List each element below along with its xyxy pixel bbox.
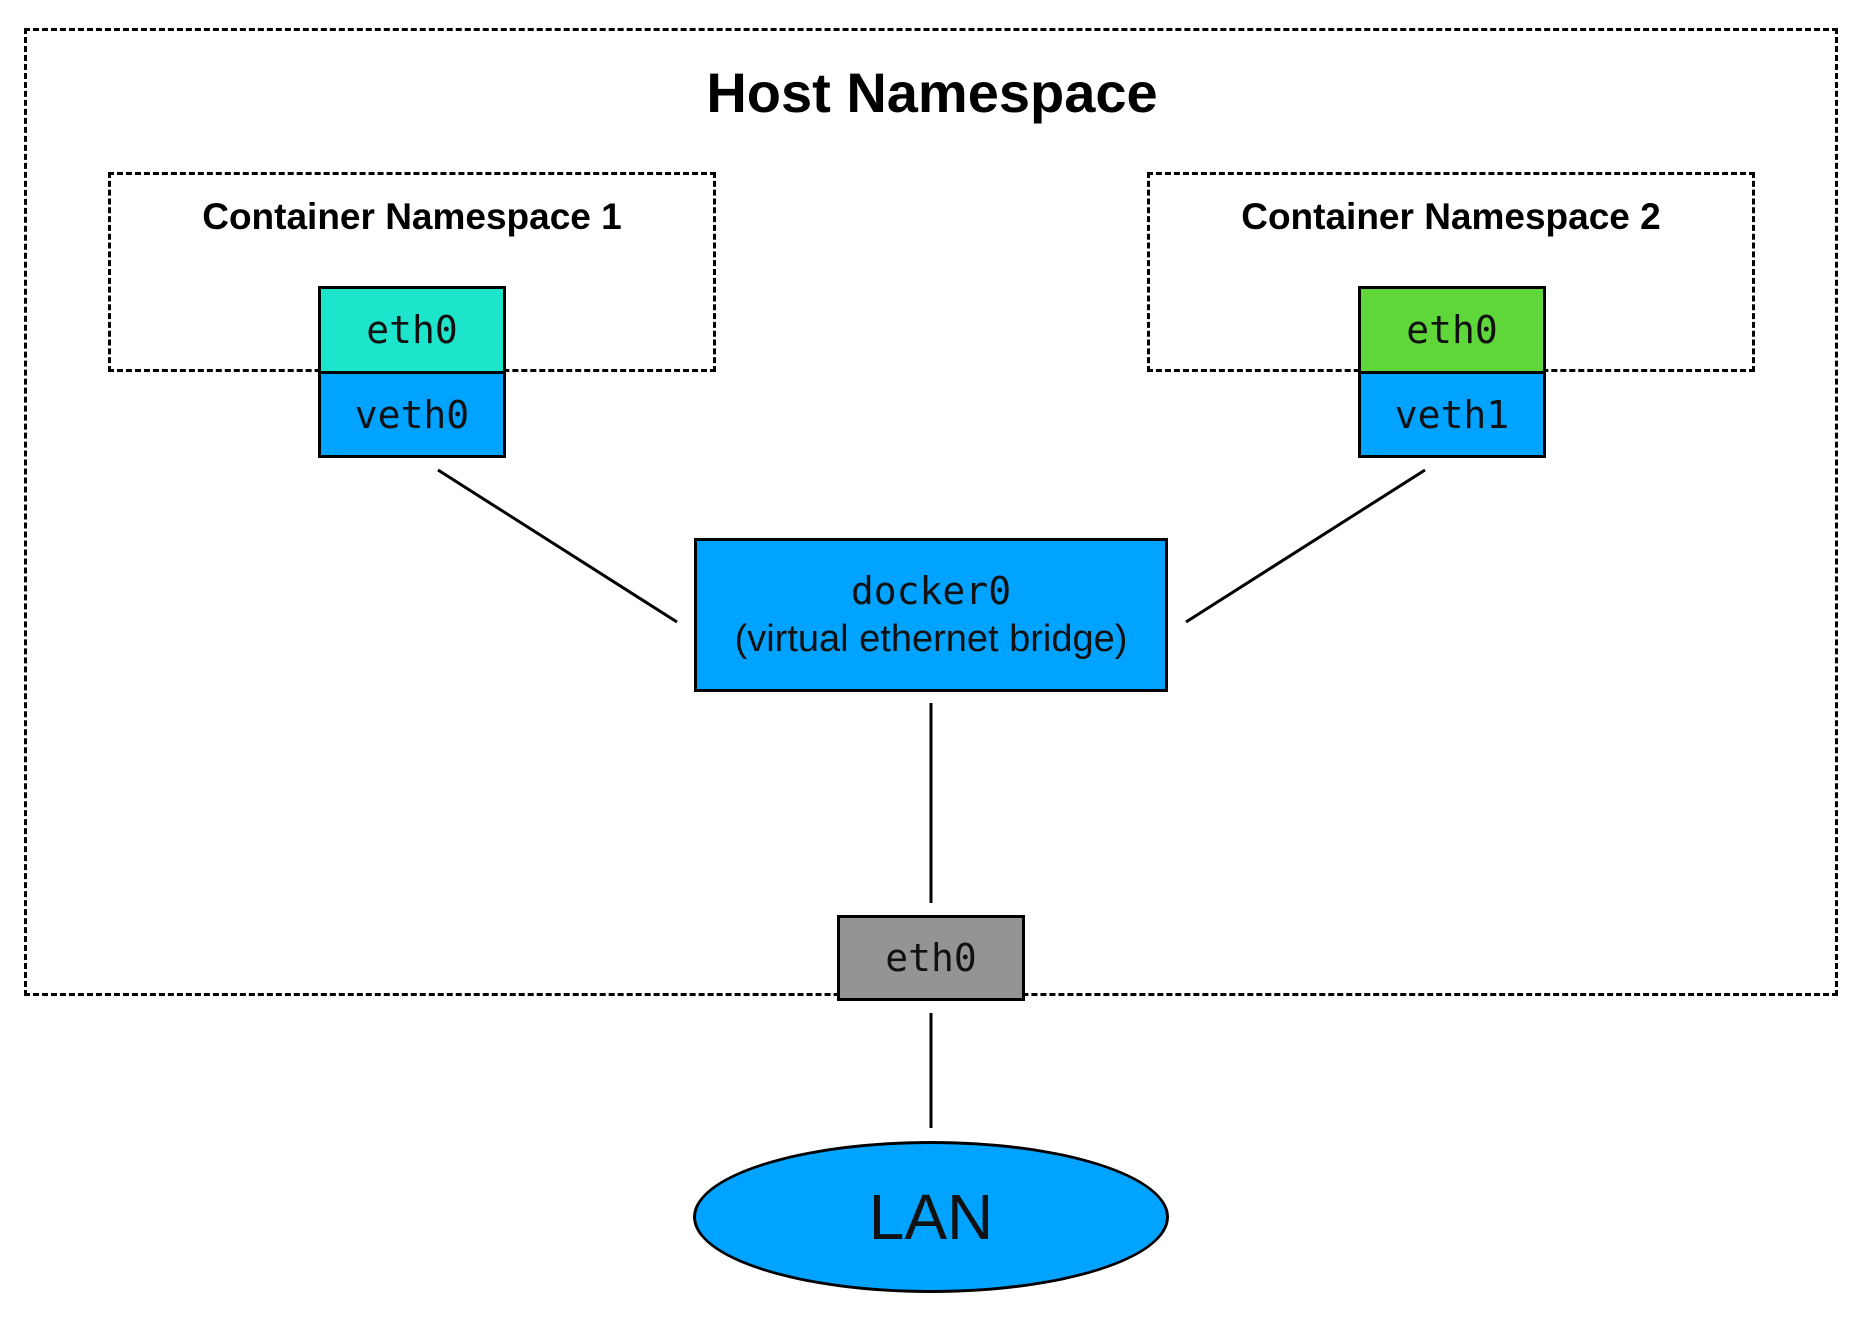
container-namespace-1-title: Container Namespace 1	[202, 196, 622, 237]
host-eth0-interface: eth0	[837, 915, 1025, 1001]
container-2-eth0-interface: eth0	[1358, 286, 1546, 374]
host-eth0-label: eth0	[885, 936, 977, 980]
veth0-interface: veth0	[318, 371, 506, 458]
container-1-eth0-interface: eth0	[318, 286, 506, 374]
lan-network: LAN	[693, 1141, 1169, 1293]
veth1-label: veth1	[1394, 392, 1510, 437]
container-1-eth0-label: eth0	[366, 308, 458, 352]
host-namespace-title: Host Namespace	[706, 61, 1158, 124]
lan-label: LAN	[868, 1181, 994, 1253]
veth1-interface: veth1	[1358, 371, 1546, 458]
container-namespace-2-title: Container Namespace 2	[1241, 196, 1661, 237]
docker0-bridge: docker0 (virtual ethernet bridge)	[694, 538, 1168, 692]
bridge-description: (virtual ethernet bridge)	[734, 618, 1128, 660]
bridge-name: docker0	[850, 569, 1012, 613]
container-2-eth0-label: eth0	[1406, 308, 1498, 352]
link-veth1-to-bridge	[1185, 468, 1426, 624]
veth0-label: veth0	[354, 392, 470, 437]
link-veth0-to-bridge	[437, 468, 678, 624]
